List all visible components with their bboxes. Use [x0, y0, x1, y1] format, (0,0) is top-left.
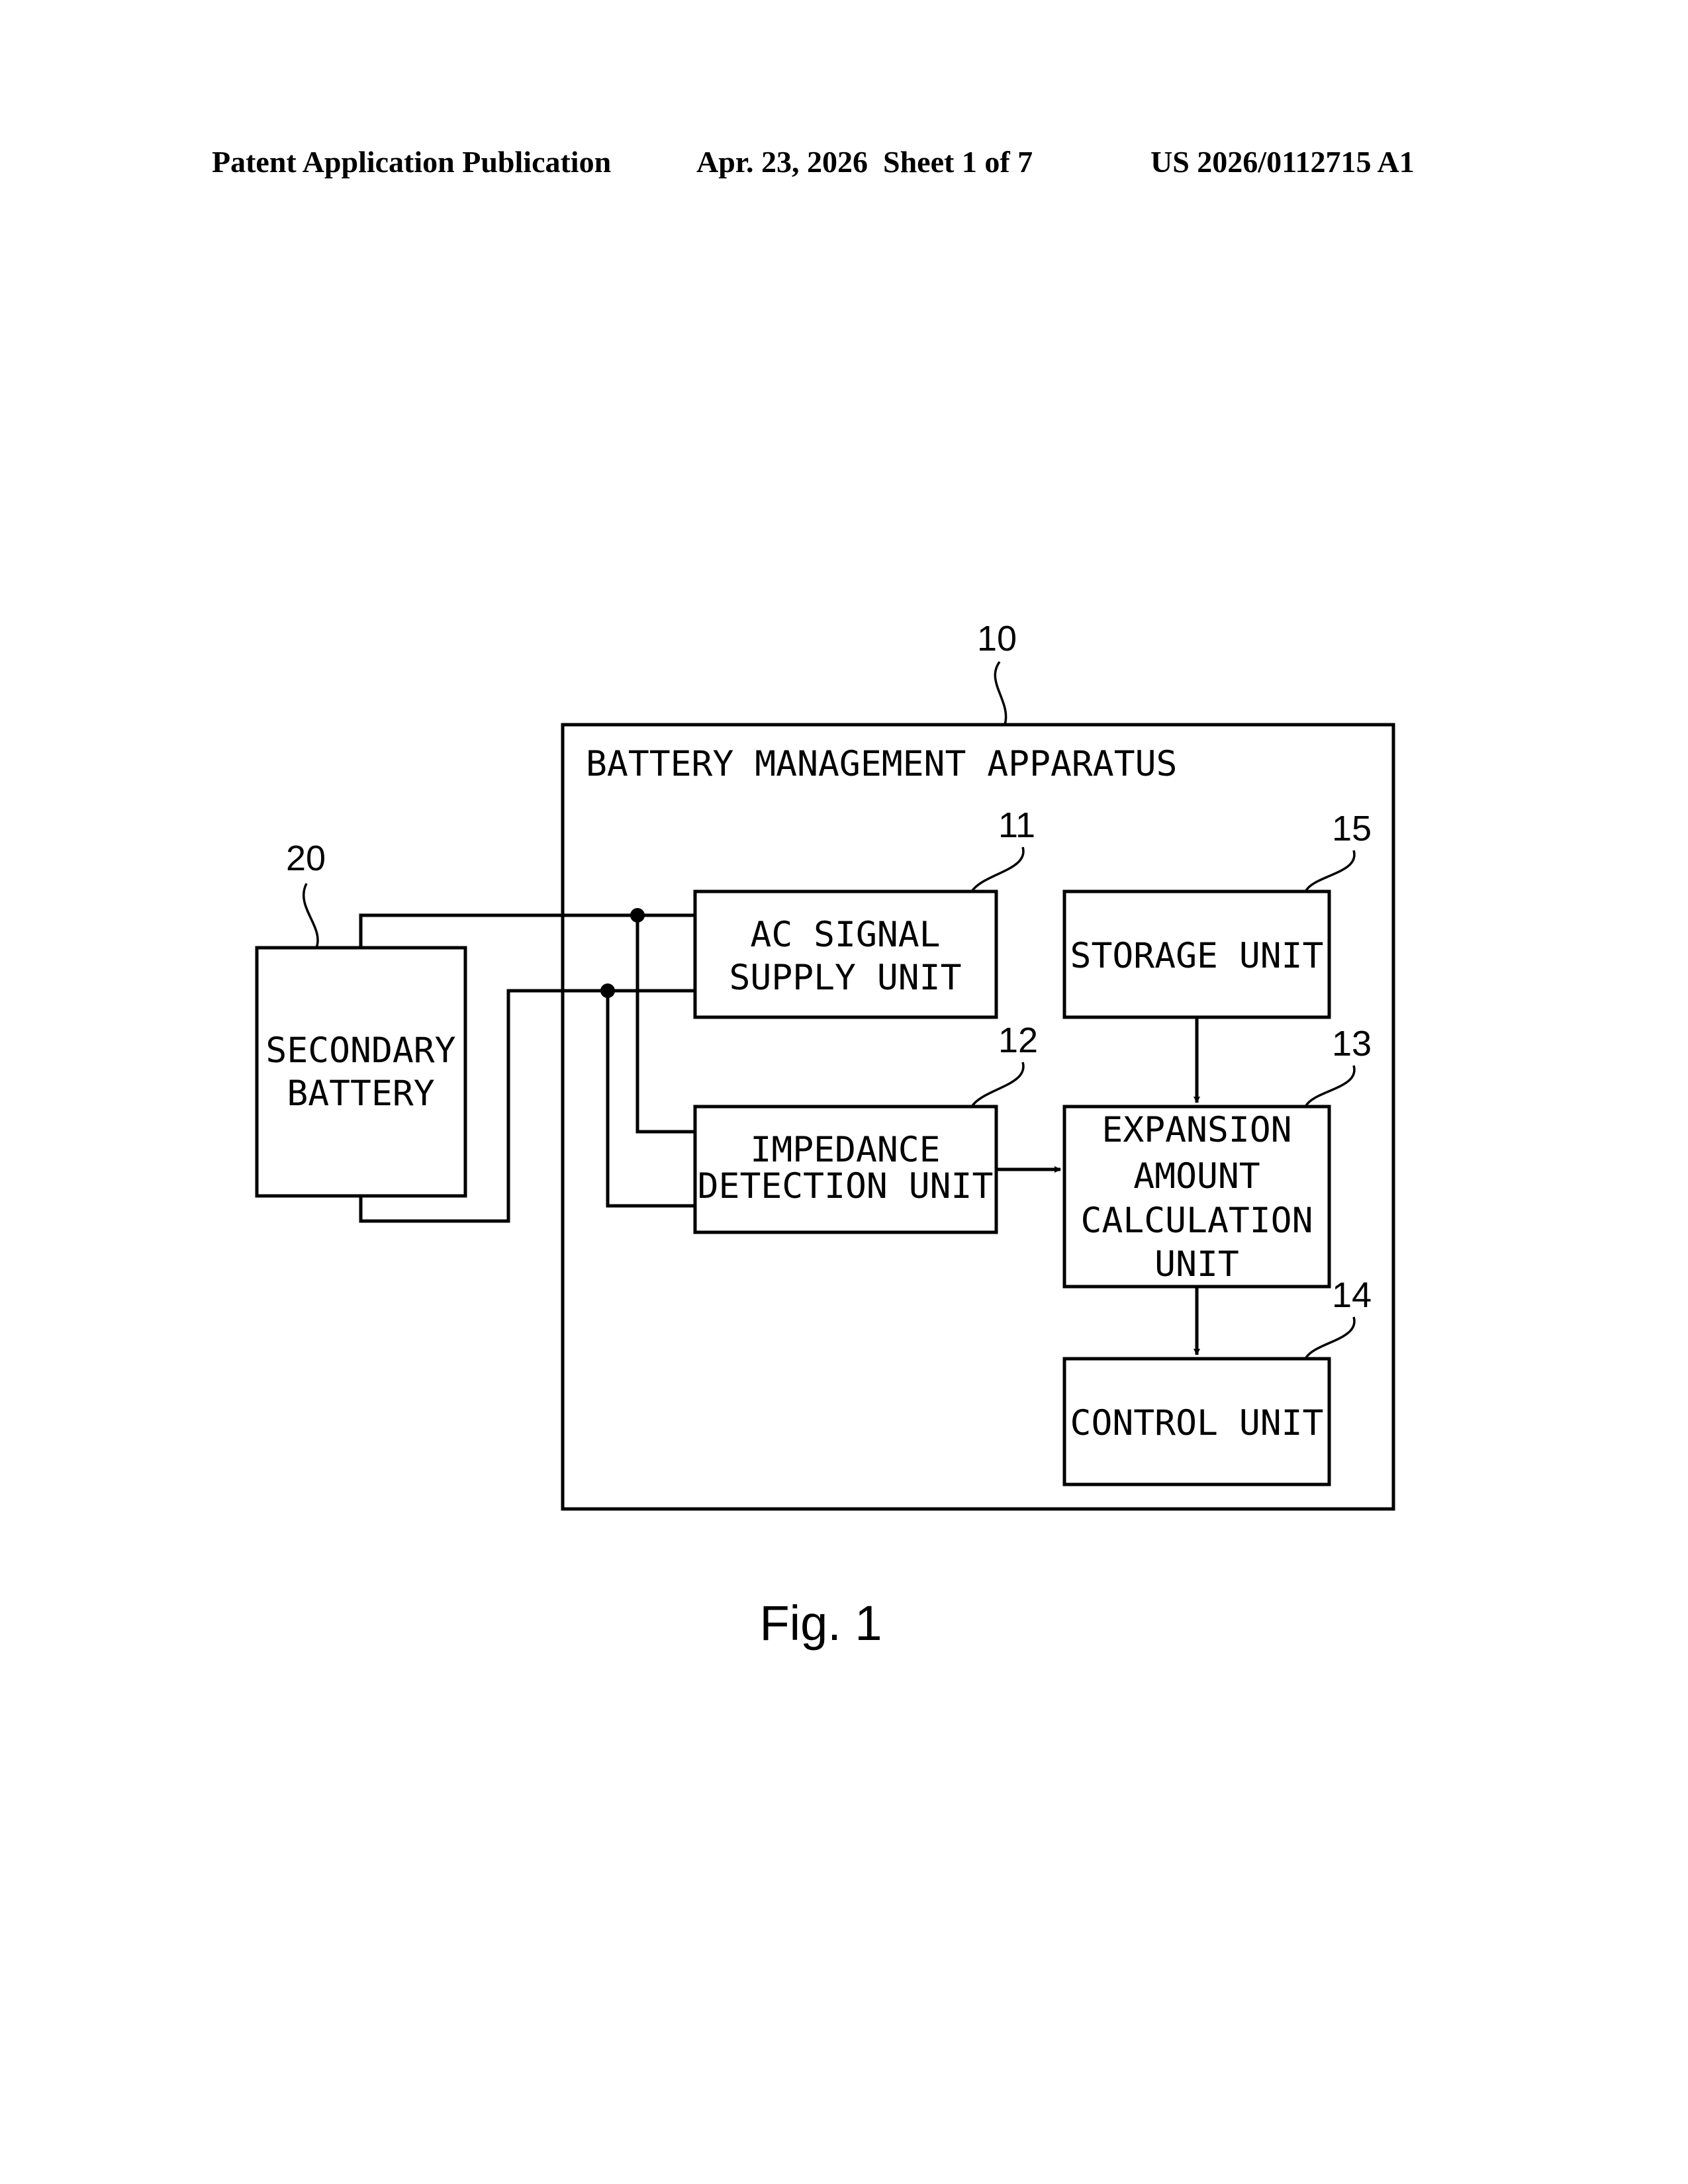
- ref-15: 15: [1332, 809, 1372, 848]
- control-label: CONTROL UNIT: [1070, 1403, 1324, 1443]
- storage-label: STORAGE UNIT: [1070, 936, 1324, 976]
- figure-caption: Fig. 1: [759, 1596, 882, 1651]
- expansion-label-line4: UNIT: [1154, 1244, 1239, 1285]
- junction-dot-bottom: [600, 983, 615, 998]
- ref-13: 13: [1332, 1024, 1372, 1064]
- junction-dot-top: [630, 908, 645, 923]
- ac-supply-label-line2: SUPPLY UNIT: [729, 958, 962, 998]
- expansion-label-line2: AMOUNT: [1133, 1156, 1260, 1197]
- ac-supply-label-line1: AC SIGNAL: [750, 915, 940, 955]
- expansion-label-line3: CALCULATION: [1081, 1201, 1313, 1241]
- ref-10: 10: [977, 619, 1017, 659]
- apparatus-label: BATTERY MANAGEMENT APPARATUS: [586, 744, 1177, 784]
- ref-11: 11: [998, 805, 1035, 845]
- ref-20: 20: [286, 839, 326, 878]
- leader-20: [304, 884, 318, 948]
- battery-label-line2: BATTERY: [287, 1073, 434, 1114]
- battery-label-line1: SECONDARY: [265, 1030, 455, 1071]
- impedance-label-line2: DETECTION UNIT: [698, 1166, 994, 1206]
- leader-10: [995, 662, 1006, 725]
- secondary-battery-box: [257, 948, 465, 1196]
- impedance-label-line1: IMPEDANCE: [750, 1130, 940, 1170]
- expansion-label-line1: EXPANSION: [1102, 1110, 1291, 1150]
- ref-12: 12: [998, 1021, 1038, 1060]
- ref-14: 14: [1332, 1275, 1372, 1315]
